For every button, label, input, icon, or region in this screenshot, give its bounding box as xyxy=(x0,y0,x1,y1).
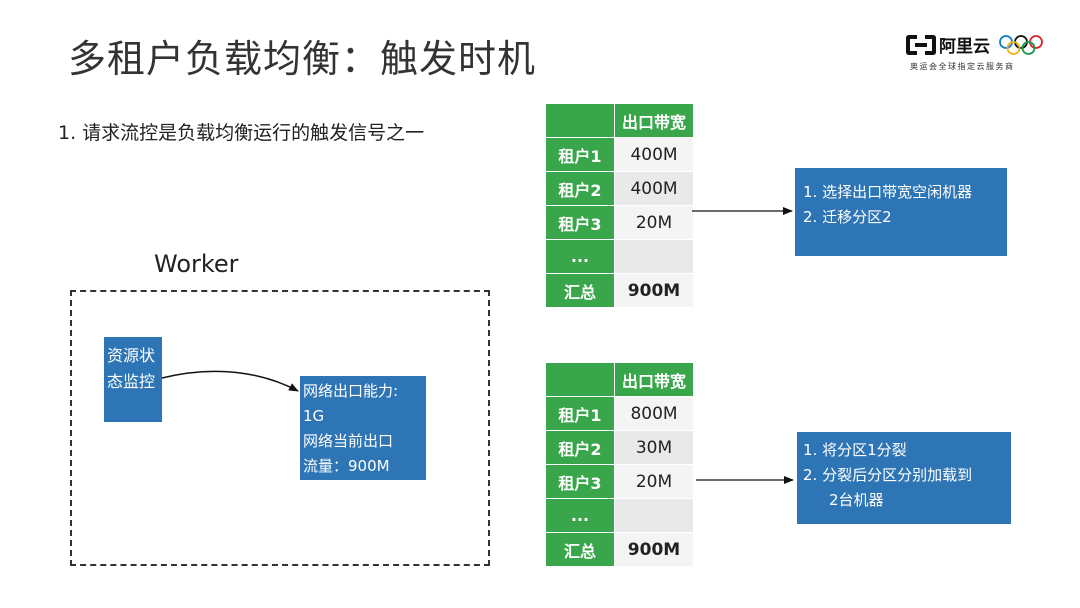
worker-container xyxy=(70,290,490,566)
capacity-line: 网络当前出口 xyxy=(303,432,394,450)
bandwidth-cell: 400M xyxy=(614,137,694,172)
action-box-2: 1. 将分区1分裂 2. 分裂后分区分别加载到 2台机器 xyxy=(797,432,1011,524)
capacity-line: 流量：900M xyxy=(303,457,390,475)
total-value: 900M xyxy=(614,273,694,308)
olympic-rings-icon xyxy=(999,34,1043,55)
table-row: 租户3 20M xyxy=(545,464,694,499)
slide-subtitle: 1. 请求流控是负载均衡运行的触发信号之一 xyxy=(58,122,425,144)
tenant-cell: ... xyxy=(545,239,615,274)
action-line: 2. 分裂后分区分别加载到 xyxy=(803,466,973,484)
bandwidth-cell: 20M xyxy=(614,205,694,240)
bandwidth-cell: 800M xyxy=(614,396,694,431)
bandwidth-cell xyxy=(614,498,694,533)
logo-name: 阿里云 xyxy=(939,37,990,57)
table-row: 租户2 30M xyxy=(545,430,694,465)
bandwidth-cell: 30M xyxy=(614,430,694,465)
table-row: 租户3 20M xyxy=(545,205,694,240)
column-header: 出口带宽 xyxy=(614,362,694,397)
bandwidth-table-1: 出口带宽 租户1 400M 租户2 400M 租户3 20M ... 汇总 90… xyxy=(545,103,694,308)
table-total-row: 汇总 900M xyxy=(545,532,694,567)
total-value: 900M xyxy=(614,532,694,567)
monitor-line: 资源状 xyxy=(107,346,156,365)
tenant-cell: 租户1 xyxy=(545,137,615,172)
capacity-line: 网络出口能力: xyxy=(303,382,399,400)
action-box-1: 1. 选择出口带宽空闲机器 2. 迁移分区2 xyxy=(795,168,1007,256)
tenant-cell: 租户2 xyxy=(545,430,615,465)
worker-label: Worker xyxy=(154,250,239,278)
arrow-right-icon xyxy=(161,370,299,392)
table-corner xyxy=(545,362,615,397)
network-capacity-box: 网络出口能力: 1G 网络当前出口 流量：900M xyxy=(300,376,426,480)
aliyun-logo-icon xyxy=(906,34,936,55)
table-total-row: 汇总 900M xyxy=(545,273,694,308)
action-line: 1. 选择出口带宽空闲机器 xyxy=(803,183,973,201)
resource-monitor-box: 资源状 态监控 xyxy=(104,337,162,422)
logo-tagline: 奥运会全球指定云服务商 xyxy=(910,62,1015,71)
tenant-cell: 租户3 xyxy=(545,205,615,240)
bandwidth-cell: 20M xyxy=(614,464,694,499)
table-row: 租户1 400M xyxy=(545,137,694,172)
capacity-line: 1G xyxy=(303,407,325,425)
slide-title: 多租户负载均衡：触发时机 xyxy=(68,37,537,81)
tenant-cell: 租户1 xyxy=(545,396,615,431)
table-row: 租户2 400M xyxy=(545,171,694,206)
tenant-cell: 租户2 xyxy=(545,171,615,206)
bandwidth-table-2: 出口带宽 租户1 800M 租户2 30M 租户3 20M ... 汇总 900… xyxy=(545,362,694,567)
action-line: 1. 将分区1分裂 xyxy=(803,441,907,459)
total-label: 汇总 xyxy=(545,273,615,308)
table-row: 租户1 800M xyxy=(545,396,694,431)
total-label: 汇总 xyxy=(545,532,615,567)
tenant-cell: 租户3 xyxy=(545,464,615,499)
brand-logo: 阿里云 奥运会全球指定云服务商 xyxy=(906,30,1056,80)
monitor-line: 态监控 xyxy=(107,372,156,391)
action-line: 2台机器 xyxy=(829,491,884,509)
table-corner xyxy=(545,103,615,138)
column-header: 出口带宽 xyxy=(614,103,694,138)
bandwidth-cell: 400M xyxy=(614,171,694,206)
action-line: 2. 迁移分区2 xyxy=(803,208,892,226)
